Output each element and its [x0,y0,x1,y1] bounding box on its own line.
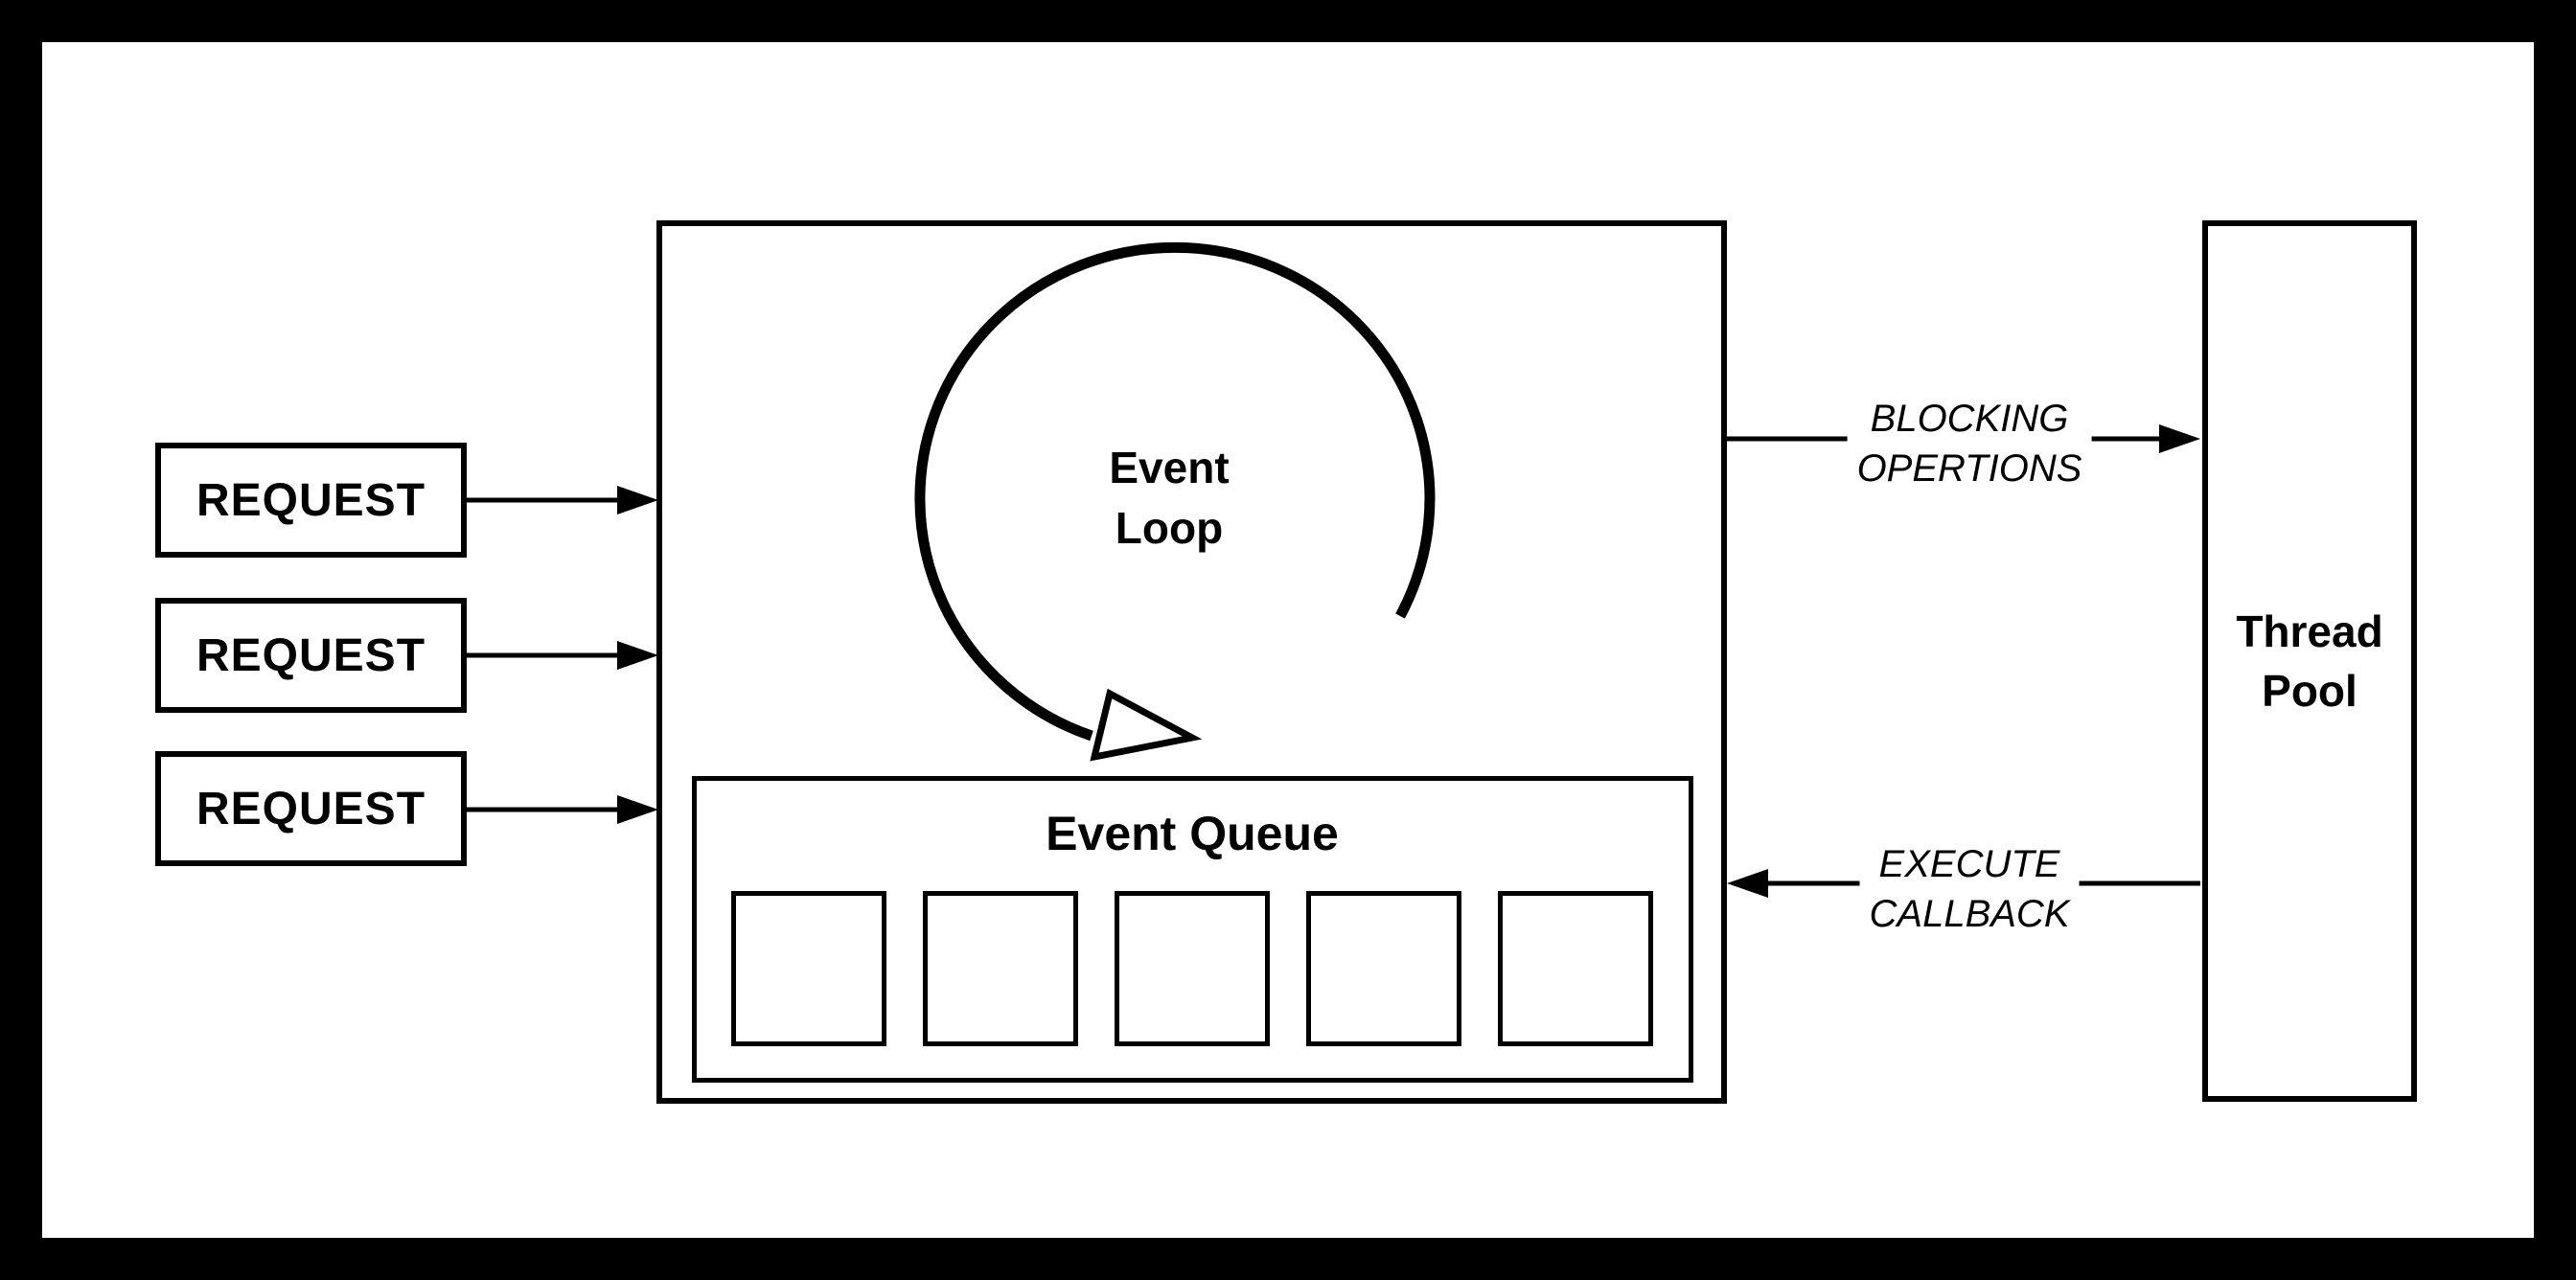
blocking-operations-label-line1: BLOCKING [1870,398,2069,440]
event-loop-label-line1: Event [1109,443,1230,492]
request-label-1: REQUEST [196,474,426,526]
execute-callback-label: EXECUTE CALLBACK [1859,839,2080,939]
event-loop-label: Event Loop [1109,438,1229,559]
request-box-2: REQUEST [155,598,467,713]
event-queue-slot-4 [1306,891,1461,1046]
event-queue-slot-1 [731,891,886,1046]
blocking-operations-label-line2: OPERTIONS [1856,447,2082,490]
event-queue-slot-3 [1115,891,1270,1046]
request-label-2: REQUEST [196,629,426,681]
execute-callback-label-line2: CALLBACK [1869,893,2070,935]
thread-pool-label: Thread Pool [2236,602,2382,720]
event-loop-cycle-arrow [914,241,1436,762]
execute-callback-label-line1: EXECUTE [1878,843,2060,885]
event-queue-slot-5 [1498,891,1653,1046]
request-arrow-1 [467,486,658,514]
event-queue-slot-2 [923,891,1078,1046]
thread-pool-label-line2: Pool [2262,666,2358,716]
event-loop-label-line2: Loop [1115,503,1224,553]
request-label-3: REQUEST [196,783,426,834]
request-arrow-2 [467,641,658,670]
thread-pool-label-line1: Thread [2236,606,2383,656]
request-arrow-3 [467,795,658,824]
thread-pool-box: Thread Pool [2202,220,2417,1102]
event-queue-title: Event Queue [1046,807,1339,860]
request-box-1: REQUEST [155,443,467,558]
request-box-3: REQUEST [155,751,467,866]
blocking-operations-label: BLOCKING OPERTIONS [1847,394,2092,493]
